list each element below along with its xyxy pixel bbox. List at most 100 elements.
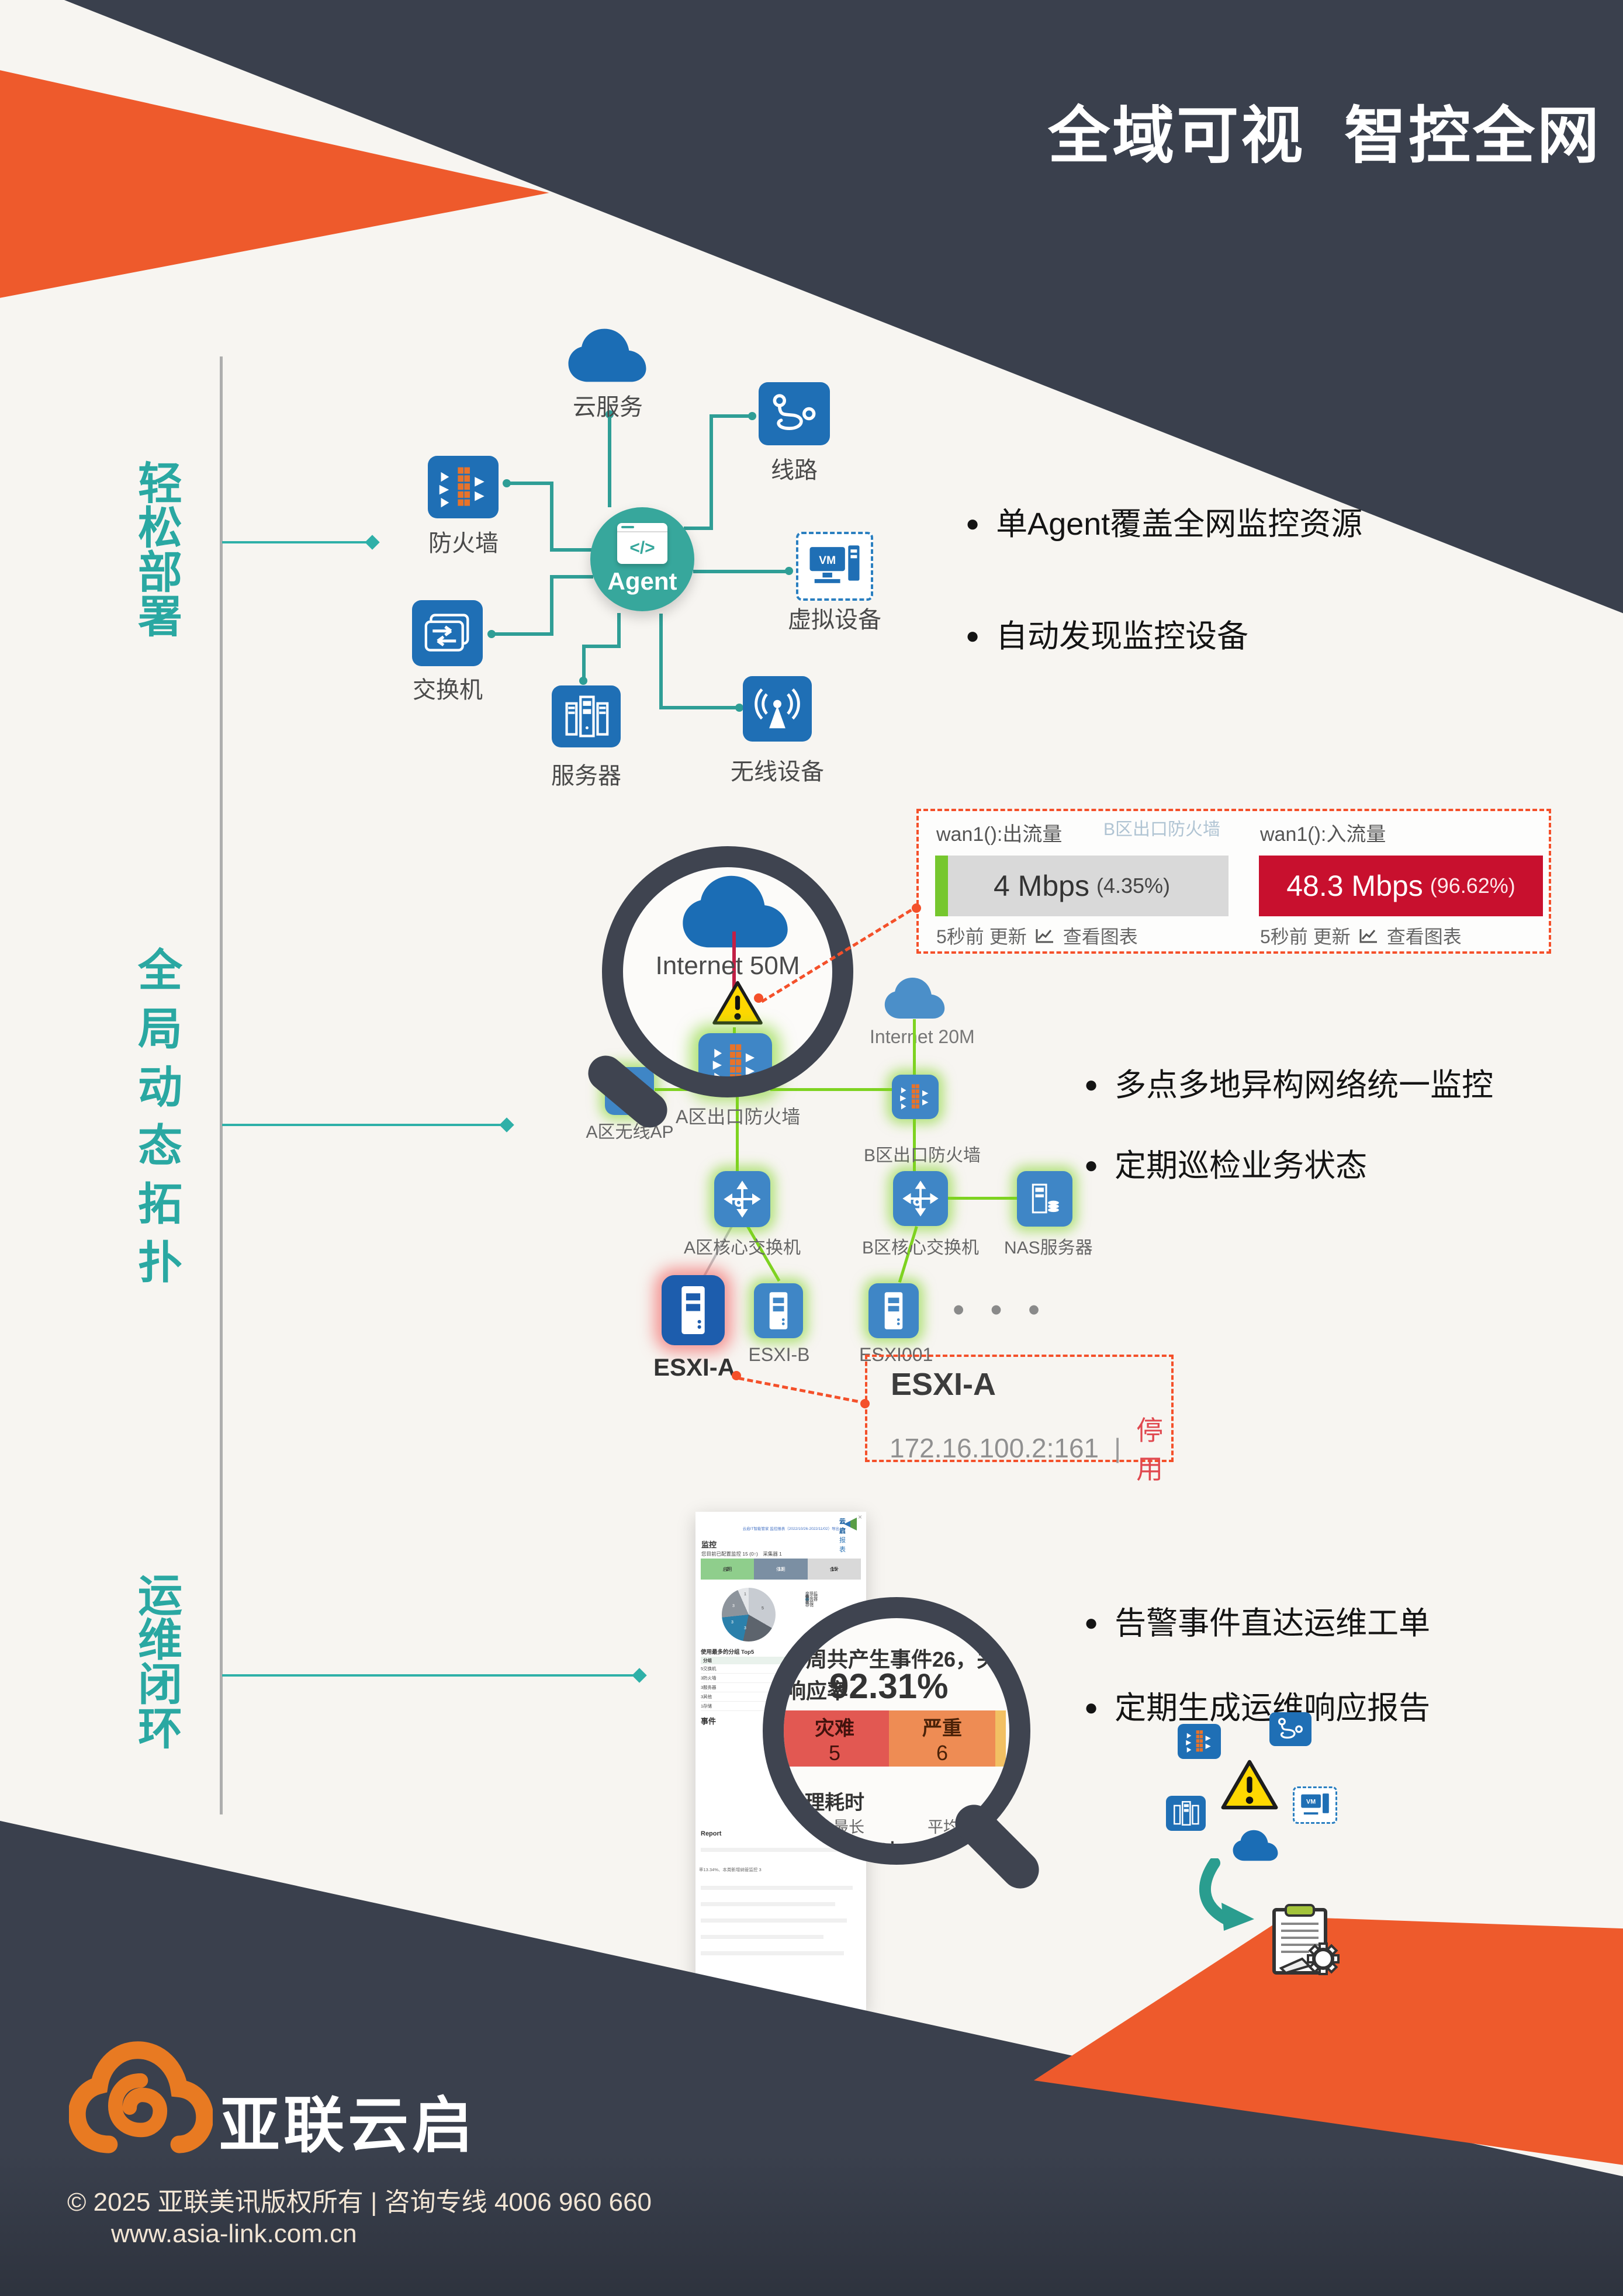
- ap-a-label: A区无线AP: [586, 1123, 674, 1142]
- agent-link-switch: [550, 575, 593, 579]
- agent-link-switch: [494, 632, 553, 636]
- bullet-item: 定期生成运维响应报告: [1084, 1682, 1430, 1728]
- server-icon: [552, 685, 621, 747]
- placeholder-line: [701, 1951, 844, 1955]
- esxi-b-label: ESXI-B: [748, 1344, 810, 1365]
- bullet-item: 定期巡检业务状态: [1084, 1140, 1367, 1186]
- nas-label: NAS服务器: [1004, 1238, 1093, 1258]
- code-window-icon: </>: [617, 523, 667, 564]
- agent-link-firewall: [550, 548, 594, 552]
- chart-icon: [1036, 929, 1053, 943]
- footer-copyright: © 2025 亚联美讯版权所有 | 咨询专线 4006 960 660: [67, 2188, 652, 2217]
- route-icon: [759, 382, 830, 445]
- esxi-callout-dot: [732, 1371, 741, 1380]
- agent-node-label: 防火墙: [428, 531, 499, 556]
- link-fwa-swa: [736, 1095, 739, 1171]
- cloud-service-icon: [568, 328, 646, 382]
- agent-link-route: [710, 414, 750, 418]
- callout-status: 停用: [1136, 1415, 1164, 1484]
- alert-callout-dot: [754, 993, 763, 1003]
- agent-link-cloud: [608, 416, 611, 507]
- rail-diamond-3: [632, 1668, 647, 1683]
- agent-link-dot: [605, 410, 614, 418]
- agent-node-label: 无线设备: [731, 759, 824, 785]
- link-swb-nas: [948, 1197, 1018, 1200]
- report-close-button[interactable]: ×: [858, 1513, 863, 1521]
- agent-node-label: 虚拟设备: [788, 607, 881, 633]
- agent-node-label: 服务器: [551, 763, 621, 789]
- firewall-b-icon: [892, 1075, 939, 1119]
- switch-icon: [412, 600, 483, 666]
- agent-label: Agent: [607, 567, 677, 595]
- report-pie-chart: 5 3 3 3 1: [722, 1588, 776, 1642]
- placeholder-line: [701, 1902, 835, 1906]
- agent-link-wireless: [659, 706, 738, 709]
- topology-magnifier-ring: [602, 846, 853, 1097]
- placeholder-line: [701, 1918, 847, 1923]
- report-footnote: 率13.34%、本周新增纳管监控 3: [699, 1867, 762, 1872]
- internet-b-label: Internet 20M: [870, 1026, 975, 1047]
- report-top5-heading: 使用最多的分组 Top5: [701, 1649, 755, 1656]
- section-label-deploy: 轻松部署: [131, 460, 181, 638]
- sw-b-label: B区核心交换机: [861, 1238, 979, 1258]
- section-label-topology: 全局动态拓扑: [131, 947, 181, 1297]
- agent-link-dot: [785, 567, 793, 575]
- placeholder-line: [701, 1848, 853, 1852]
- footer-logo-cloud-icon: [69, 2041, 213, 2153]
- agent-hub: </> Agent: [590, 507, 694, 611]
- traffic-in-bar: 48.3 Mbps (96.62%): [1259, 856, 1543, 916]
- report-config-line: 您目前已配置监控 15 (0↑) 采集器 1: [701, 1551, 782, 1557]
- ghost-node-label: B区出口防火墙: [1103, 820, 1221, 839]
- fw-a-label: A区出口防火墙: [676, 1106, 801, 1127]
- page-title: 全域可视 智控全网: [1048, 102, 1601, 171]
- traffic-out-footer: 5秒前 更新 查看图表: [936, 922, 1138, 949]
- report-subtitle: 云启IT智能管家 监控报表（2022/10/26-2022/11/02）导出: [742, 1527, 839, 1531]
- report-events-heading: 事件: [701, 1717, 717, 1726]
- agent-link-firewall: [550, 482, 553, 552]
- esxi-a-icon: [662, 1275, 725, 1345]
- bullet-item: 单Agent覆盖全网监控资源: [966, 498, 1362, 544]
- traffic-out-title: wan1():出流量: [936, 823, 1063, 846]
- agent-link-route: [710, 414, 713, 530]
- link-fwb-swb: [913, 1104, 916, 1171]
- warning-icon-large: [1221, 1760, 1278, 1810]
- fw-b-label: B区出口防火墙: [864, 1146, 981, 1165]
- svg-text:VM: VM: [819, 555, 836, 567]
- cloud-icon-small: [1233, 1830, 1278, 1861]
- agent-link-dot: [579, 677, 587, 685]
- traffic-in-title: wan1():入流量: [1260, 823, 1386, 846]
- vm-icon: VM: [796, 532, 873, 601]
- panel-anchor-dot: [912, 903, 921, 913]
- agent-link-vm: [693, 570, 787, 573]
- agent-node-label: 线路: [771, 458, 818, 483]
- bullet-item: 自动发现监控设备: [966, 610, 1248, 656]
- callout-address: 172.16.100.2:161: [890, 1433, 1099, 1463]
- rail-connector-1: [222, 541, 367, 543]
- vm-icon-small: VM: [1293, 1786, 1337, 1824]
- esxi-b-icon: [754, 1283, 803, 1338]
- firewall-icon-small: [1178, 1724, 1221, 1759]
- view-chart-link[interactable]: 查看图表: [1063, 926, 1138, 947]
- report-logo-icon: [844, 1518, 857, 1530]
- callout-anchor-dot: [860, 1399, 870, 1408]
- route-icon-small: [1269, 1712, 1311, 1746]
- agent-node-label: 交换机: [413, 677, 483, 703]
- footer-logo-text: 亚联云启: [219, 2092, 477, 2160]
- agent-link-firewall: [510, 482, 553, 485]
- section-label-ops: 运维闭环: [131, 1572, 181, 1750]
- agent-link-dot: [503, 479, 511, 487]
- report-report-heading: Report: [701, 1830, 722, 1837]
- bullet-item: 多点多地异构网络统一监控: [1084, 1059, 1493, 1105]
- callout-detail: 172.16.100.2:161 | 停用: [890, 1410, 1171, 1487]
- rail-diamond-2: [499, 1117, 514, 1133]
- footer-website[interactable]: www.asia-link.com.cn: [111, 2219, 357, 2248]
- internet-b-cloud-icon: [884, 978, 945, 1019]
- link-cloudb-fwb: [913, 1019, 916, 1075]
- report-status-bar: 启用 2 停用 13 合计 15: [701, 1559, 861, 1580]
- view-chart-link[interactable]: 查看图表: [1386, 926, 1462, 947]
- esxi-001-icon: [868, 1283, 919, 1338]
- bullet-item: 告警事件直达运维工单: [1084, 1597, 1430, 1643]
- agent-link-server: [582, 645, 621, 648]
- agent-link-switch: [550, 575, 553, 636]
- esxi-callout: ESXI-A 172.16.100.2:161 | 停用: [860, 1355, 1174, 1484]
